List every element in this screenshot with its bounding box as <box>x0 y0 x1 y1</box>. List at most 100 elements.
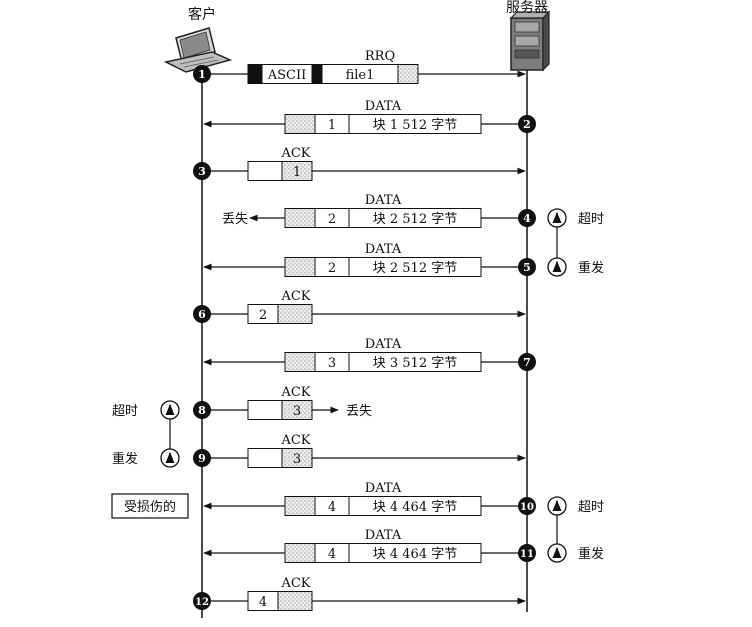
step-number: 8 <box>198 404 206 417</box>
packet-field-text: 块 1 512 字节 <box>373 118 457 133</box>
step-11: DATA 4 块 4 464 字节 11 重发 <box>203 528 604 563</box>
packet-field <box>247 64 263 84</box>
packet-type-label: ACK <box>280 576 310 591</box>
packet-field-text: 2 <box>259 308 267 323</box>
packet-field <box>348 352 482 372</box>
step-number-badge <box>518 497 536 515</box>
packet-field <box>348 257 482 277</box>
packet-field <box>284 496 316 516</box>
step-number: 11 <box>520 549 534 560</box>
step-number: 6 <box>198 308 206 321</box>
packet-type-label: ACK <box>280 146 310 161</box>
server-timer-label: 超时 <box>578 212 604 227</box>
step-8: ACK 3 丢失 8 超时 <box>112 385 372 420</box>
packet-field <box>281 161 313 181</box>
packet-field-text: 块 4 464 字节 <box>373 500 457 515</box>
step-number: 10 <box>520 502 534 513</box>
packet-field-text: 1 <box>293 165 301 180</box>
packet-field <box>348 543 482 563</box>
packet-field-text: 3 <box>328 356 336 371</box>
packet-type-label: DATA <box>365 193 402 208</box>
step-number-badge <box>518 258 536 276</box>
step-number-badge <box>518 353 536 371</box>
packet-field <box>397 64 419 84</box>
step-number-badge <box>193 401 211 419</box>
step-number: 12 <box>195 597 209 608</box>
packet-field-text: 块 3 512 字节 <box>373 356 457 371</box>
packet-field-text: 2 <box>328 261 336 276</box>
packet-type-label: ACK <box>280 385 310 400</box>
packet-field-text: 4 <box>259 595 267 610</box>
packet-field <box>284 257 316 277</box>
step-3: ACK 1 3 <box>193 146 526 181</box>
step-5: DATA 2 块 2 512 字节 5 重发 <box>203 242 604 277</box>
packet-field-text: 块 2 512 字节 <box>373 261 457 276</box>
packet-type-label: DATA <box>365 528 402 543</box>
packet-field-text: 4 <box>328 547 336 562</box>
step-number-badge <box>518 115 536 133</box>
packet-field-text: 3 <box>293 452 301 467</box>
packet-type-label: DATA <box>365 337 402 352</box>
step-1: RRQ ASCII file1 1 <box>193 49 526 84</box>
damaged-note-text: 受损伤的 <box>124 499 176 515</box>
step-number: 9 <box>198 452 206 465</box>
step-number: 1 <box>198 68 206 81</box>
packet-field <box>277 304 313 324</box>
step-7: DATA 3 块 3 512 字节 7 <box>203 337 536 372</box>
step-number-badge <box>193 162 211 180</box>
packet-field-text: 1 <box>328 118 336 133</box>
packet-field-text: 块 2 512 字节 <box>373 212 457 227</box>
packet-field <box>348 496 482 516</box>
server-tower-icon <box>509 10 551 72</box>
client-timer-label: 超时 <box>112 404 138 419</box>
packet-type-label: DATA <box>365 481 402 496</box>
step-number-badge <box>193 449 211 467</box>
lost-label: 丢失 <box>222 212 248 227</box>
server-label: 服务器 <box>506 0 548 16</box>
packet-field <box>281 400 313 420</box>
packet-field-text: 3 <box>293 404 301 419</box>
lost-label: 丢失 <box>346 404 372 419</box>
step-12: ACK 4 12 <box>193 576 526 611</box>
step-number-badge <box>518 209 536 227</box>
packet-field <box>348 114 482 134</box>
step-9: ACK 3 9 重发 <box>112 433 526 468</box>
packet-field <box>284 208 316 228</box>
packet-field <box>247 161 283 181</box>
packet-type-label: DATA <box>365 242 402 257</box>
step-number: 2 <box>523 118 531 131</box>
laptop-icon <box>163 27 233 73</box>
step-number-badge <box>193 65 211 83</box>
step-number: 4 <box>523 212 531 225</box>
packet-field <box>247 400 283 420</box>
packet-field <box>311 64 323 84</box>
damaged-note-box <box>111 493 189 519</box>
packet-type-label: DATA <box>365 99 402 114</box>
step-number: 7 <box>523 356 531 369</box>
server-timer-label: 重发 <box>578 546 604 562</box>
packet-field <box>284 352 316 372</box>
packet-field <box>277 591 313 611</box>
packet-field-text: file1 <box>346 68 375 83</box>
packet-field-text: 块 4 464 字节 <box>373 547 457 562</box>
step-number: 3 <box>198 165 206 178</box>
step-number-badge <box>193 592 211 610</box>
step-2: DATA 1 块 1 512 字节 2 <box>203 99 536 134</box>
client-label: 客户 <box>188 6 216 23</box>
packet-field-text: 2 <box>328 212 336 227</box>
server-timer-label: 超时 <box>578 500 604 515</box>
client-timer-label: 重发 <box>112 451 138 467</box>
packet-field <box>247 448 283 468</box>
step-number-badge <box>193 305 211 323</box>
packet-type-label: RRQ <box>365 49 395 64</box>
packet-type-label: ACK <box>280 433 310 448</box>
packet-field <box>281 448 313 468</box>
packet-field-text: ASCII <box>267 68 307 83</box>
step-number-badge <box>518 544 536 562</box>
step-number: 5 <box>523 261 531 274</box>
step-4: DATA 2 块 2 512 字节 丢失 4 超时 <box>222 193 604 228</box>
server-timer-label: 重发 <box>578 260 604 276</box>
